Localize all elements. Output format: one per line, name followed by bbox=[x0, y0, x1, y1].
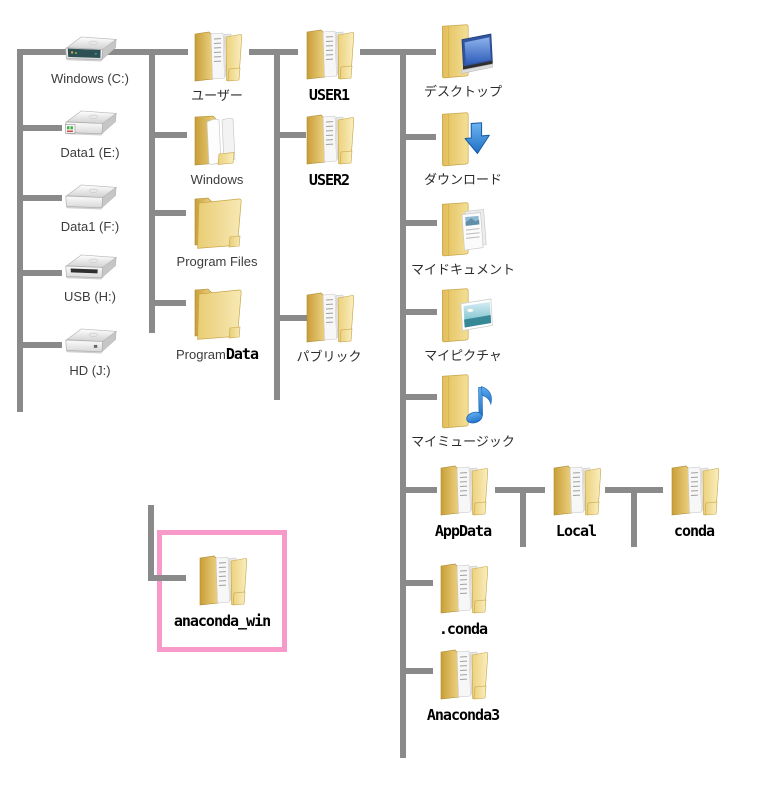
drive-windows-c: Windows (C:) bbox=[30, 32, 150, 86]
branch-usb-h bbox=[23, 270, 62, 276]
folder-full-icon bbox=[193, 548, 251, 610]
folder-label: パブリック bbox=[296, 349, 362, 364]
folder-label: USER1 bbox=[308, 86, 350, 104]
folder-conda: conda bbox=[639, 458, 749, 540]
hard-drive-icon bbox=[59, 32, 121, 69]
folder-label: マイドキュメント bbox=[410, 262, 515, 277]
branch-public bbox=[280, 315, 310, 321]
folder-download: ダウンロード bbox=[398, 106, 528, 187]
drive-label: HD (J:) bbox=[69, 363, 111, 378]
folder-label: Anaconda3 bbox=[426, 706, 500, 724]
folder-label: USER2 bbox=[308, 171, 350, 189]
folder-mymusic: マイミュージック bbox=[398, 368, 528, 449]
folder-pages-icon bbox=[188, 108, 246, 170]
branch-program-files bbox=[155, 210, 186, 216]
drive-label: Data1 (F:) bbox=[60, 219, 120, 234]
folder-windows: Windows bbox=[157, 108, 277, 187]
highlight-box bbox=[157, 530, 287, 652]
folder-label: conda bbox=[673, 522, 715, 540]
folder-label: マイピクチャ bbox=[424, 348, 502, 363]
folder-label: AppData bbox=[434, 522, 492, 540]
folder-appdata: AppData bbox=[398, 458, 528, 540]
folder-desktop: デスクトップ bbox=[398, 18, 528, 99]
folder-label: .conda bbox=[438, 620, 488, 638]
branch-hd-j bbox=[23, 342, 62, 348]
trunk-c-children bbox=[149, 49, 155, 333]
folder-mypictures: マイピクチャ bbox=[398, 282, 528, 363]
branch-mypictures bbox=[406, 309, 437, 315]
documents-folder-icon bbox=[433, 196, 493, 260]
branch-appdata bbox=[406, 487, 437, 493]
connector-anaconda-win-v bbox=[148, 505, 154, 581]
folder-public: パブリック bbox=[269, 285, 389, 364]
folder-program-files: Program Files bbox=[157, 190, 277, 269]
connector-anaconda-win-h bbox=[148, 575, 186, 581]
trunk-users-children bbox=[274, 49, 280, 400]
branch-download bbox=[406, 134, 436, 140]
folder-full-icon bbox=[434, 458, 492, 520]
folder-full-icon bbox=[300, 22, 358, 84]
folder-label: ユーザー bbox=[191, 88, 243, 103]
trunk-drives bbox=[17, 49, 23, 412]
branch-windows-folder bbox=[155, 132, 187, 138]
folder-label: ダウンロード bbox=[423, 172, 502, 187]
folder-full-icon bbox=[434, 642, 492, 704]
download-folder-icon bbox=[433, 106, 493, 170]
folder-users: ユーザー bbox=[157, 24, 277, 103]
folder-full-icon bbox=[547, 458, 605, 520]
connector-appdata-local-v bbox=[520, 487, 526, 547]
branch-desktop bbox=[360, 49, 436, 55]
trunk-user1-children bbox=[400, 49, 406, 758]
folder-mydocuments: マイドキュメント bbox=[398, 196, 528, 277]
branch-dot-conda bbox=[406, 580, 433, 586]
folder-full-icon bbox=[665, 458, 723, 520]
folder-user2: USER2 bbox=[269, 107, 389, 189]
folder-dot-conda: .conda bbox=[398, 556, 528, 638]
folder-label: デスクトップ bbox=[423, 84, 502, 99]
folder-label: マイミュージック bbox=[411, 434, 515, 449]
hard-drive-icon bbox=[59, 106, 121, 143]
branch-anaconda3 bbox=[406, 668, 433, 674]
drive-hd-j: HD (J:) bbox=[30, 324, 150, 378]
folder-local: Local bbox=[521, 458, 631, 540]
folder-label: Local bbox=[555, 522, 597, 540]
folder-full-icon bbox=[434, 556, 492, 618]
branch-mymusic bbox=[406, 394, 437, 400]
desktop-folder-icon bbox=[433, 18, 493, 82]
drive-label: USB (H:) bbox=[64, 289, 116, 304]
folder-full-icon bbox=[300, 107, 358, 169]
folder-plain-icon bbox=[188, 190, 246, 252]
folder-full-icon bbox=[188, 24, 246, 86]
branch-mydocuments bbox=[406, 220, 437, 226]
folder-programdata: ProgramData bbox=[157, 281, 277, 364]
hard-drive-icon bbox=[59, 324, 121, 361]
folder-label: Program Files bbox=[176, 254, 258, 269]
folder-anaconda-win: anaconda_win bbox=[157, 548, 287, 630]
branch-data1-e bbox=[23, 125, 62, 131]
branch-user2 bbox=[280, 132, 306, 138]
connector-local-conda-v bbox=[631, 487, 637, 547]
hard-drive-icon bbox=[59, 180, 121, 217]
branch-data1-f bbox=[23, 195, 62, 201]
pictures-folder-icon bbox=[433, 282, 493, 346]
drive-label: Data1 (E:) bbox=[60, 145, 120, 160]
folder-anaconda3: Anaconda3 bbox=[398, 642, 528, 724]
folder-plain-icon bbox=[188, 281, 246, 343]
branch-user1 bbox=[249, 49, 298, 55]
folder-label: anaconda_win bbox=[173, 612, 271, 630]
drive-label: Windows (C:) bbox=[50, 71, 129, 86]
music-folder-icon bbox=[433, 368, 493, 432]
folder-label: ProgramData bbox=[176, 345, 259, 363]
folder-full-icon bbox=[300, 285, 358, 347]
folder-user1: USER1 bbox=[269, 22, 389, 104]
drive-data1-f: Data1 (F:) bbox=[30, 180, 150, 234]
branch-programdata bbox=[155, 300, 186, 306]
usb-drive-icon bbox=[59, 250, 121, 287]
folder-label: Windows bbox=[190, 172, 244, 187]
drive-data1-e: Data1 (E:) bbox=[30, 106, 150, 160]
drive-usb-h: USB (H:) bbox=[30, 250, 150, 304]
